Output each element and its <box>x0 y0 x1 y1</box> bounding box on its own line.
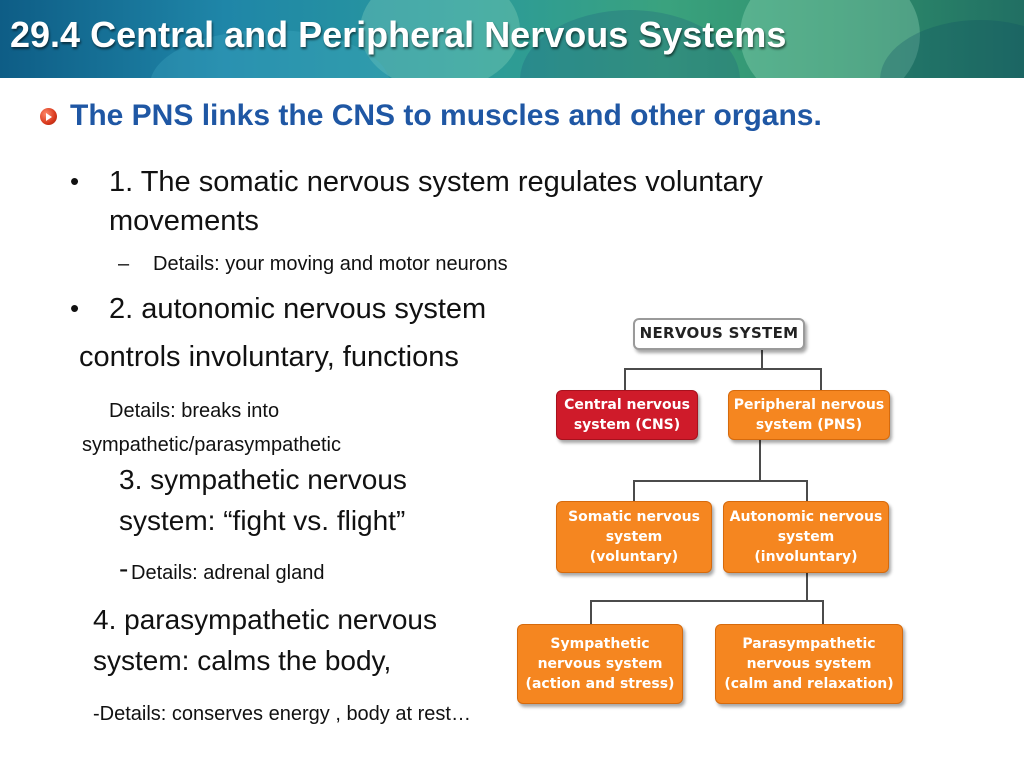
connector-line <box>590 600 592 624</box>
banner-texture <box>360 0 520 78</box>
connector-line <box>822 600 824 624</box>
connector-line <box>759 440 761 482</box>
connector-line <box>624 368 626 390</box>
slide-headline: The PNS links the CNS to muscles and oth… <box>70 99 822 132</box>
bullet-4-detail: -Details: conserves energy , body at res… <box>93 703 471 725</box>
connector-line <box>633 480 808 482</box>
bullet-2-detail-cont: sympathetic/parasympathetic <box>82 434 342 456</box>
connector-line <box>624 368 822 370</box>
cns-box: Central nervous system (CNS) <box>556 390 698 440</box>
somatic-box: Somatic nervous system (voluntary) <box>556 501 712 573</box>
play-bullet-icon <box>40 108 57 125</box>
bullet-2-detail: Details: breaks into <box>109 400 280 422</box>
bullet-3-text-cont: system: “fight vs. flight” <box>119 505 406 536</box>
connector-line <box>761 348 763 368</box>
bullet-icon: • <box>70 166 80 196</box>
title-banner: 29.4 Central and Peripheral Nervous Syst… <box>0 0 1024 78</box>
bullet-1-text: 1. The somatic nervous system regulates … <box>109 166 763 198</box>
banner-texture <box>740 0 920 78</box>
nervous-system-box: NERVOUS SYSTEM <box>633 318 805 350</box>
slide-title: 29.4 Central and Peripheral Nervous Syst… <box>10 14 787 55</box>
connector-line <box>806 572 808 600</box>
nervous-system-diagram: NERVOUS SYSTEM Central nervous system (C… <box>514 314 910 714</box>
bullet-3-detail: Details: adrenal gland <box>131 562 325 584</box>
connector-line <box>820 368 822 390</box>
bullet-1-text-cont: movements <box>109 205 259 237</box>
sympathetic-box: Sympathetic nervous system (action and s… <box>517 624 683 704</box>
bullet-3-detail-prefix: - <box>119 553 129 584</box>
pns-box: Peripheral nervous system (PNS) <box>728 390 890 440</box>
bullet-2-text: 2. autonomic nervous system <box>109 293 487 325</box>
bullet-4-text: 4. parasympathetic nervous <box>93 604 437 635</box>
connector-line <box>633 480 635 501</box>
connector-line <box>590 600 824 602</box>
dash-icon: – <box>118 253 130 275</box>
connector-line <box>806 480 808 501</box>
bullet-1-detail: Details: your moving and motor neurons <box>153 253 508 275</box>
bullet-2-text-cont: controls involuntary, functions <box>79 341 459 373</box>
parasympathetic-box: Parasympathetic nervous system (calm and… <box>715 624 903 704</box>
bullet-3-text: 3. sympathetic nervous <box>119 464 407 495</box>
autonomic-box: Autonomic nervous system (involuntary) <box>723 501 889 573</box>
bullet-4-text-cont: system: calms the body, <box>93 645 392 676</box>
bullet-icon: • <box>70 293 80 323</box>
